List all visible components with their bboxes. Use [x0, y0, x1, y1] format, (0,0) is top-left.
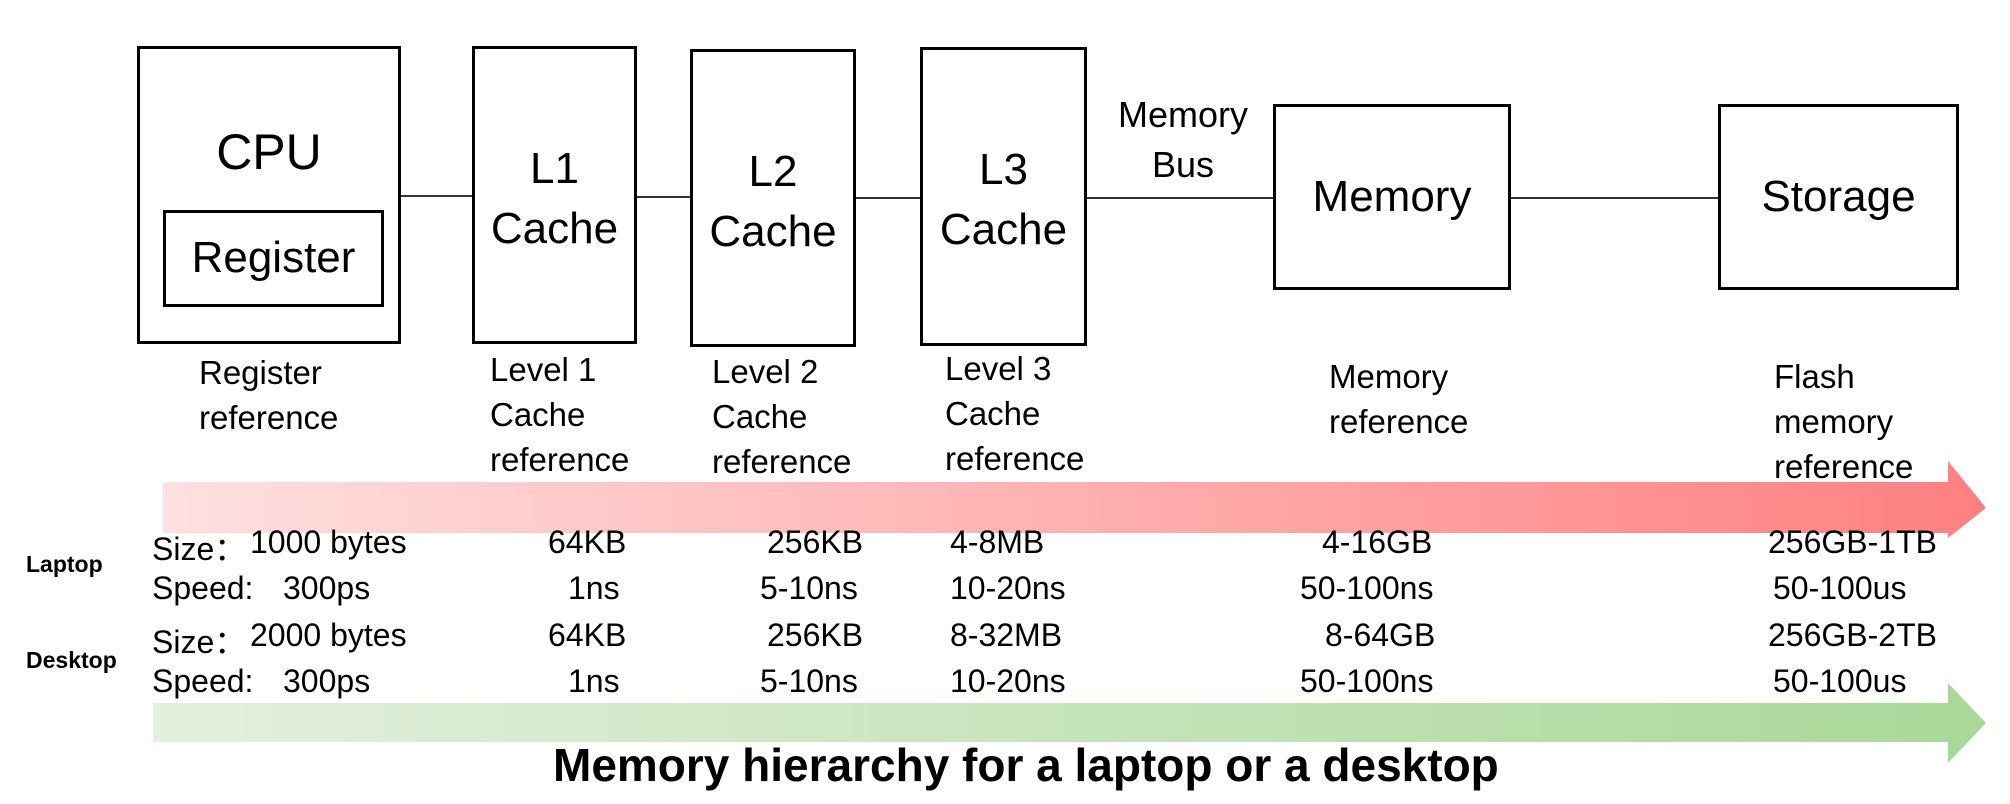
- l2-cache-box: L2 Cache: [690, 49, 856, 347]
- ref-line: Register: [199, 354, 322, 391]
- ref-line: Memory: [1329, 358, 1449, 395]
- device-laptop-label: Laptop: [26, 551, 103, 577]
- ref-line: reference: [1774, 448, 1914, 485]
- laptop-size-l2: 256KB: [767, 524, 864, 560]
- l3-cache-box: L3 Cache: [920, 47, 1087, 346]
- ref-line: Cache: [712, 398, 808, 435]
- l1-cache-box: L1 Cache: [472, 46, 637, 344]
- ref-line: Level 2: [712, 353, 819, 390]
- device-desktop-label: Desktop: [26, 647, 117, 673]
- desktop-speed-l3: 10-20ns: [950, 663, 1066, 699]
- reference-l1: Level 1 Cache reference: [490, 347, 629, 482]
- desktop-size-l2: 256KB: [767, 617, 864, 653]
- connector-l2-l3: [856, 197, 920, 199]
- ref-line: reference: [199, 399, 339, 436]
- l2-cache-label: Cache: [709, 207, 837, 256]
- desktop-speed-memory: 50-100ns: [1300, 663, 1434, 699]
- laptop-speed-l1: 1ns: [568, 570, 620, 606]
- storage-label: Storage: [1761, 172, 1916, 221]
- desktop-size-l1: 64KB: [548, 617, 627, 653]
- laptop-size-register: 1000 bytes: [250, 524, 407, 560]
- laptop-size-storage: 256GB-1TB: [1768, 524, 1937, 560]
- desktop-speed-storage: 50-100us: [1773, 663, 1907, 699]
- cpu-box: CPU Register: [137, 46, 401, 344]
- ref-line: memory: [1774, 403, 1894, 440]
- reference-l2: Level 2 Cache reference: [712, 349, 851, 484]
- memory-bus-line2: Bus: [1151, 144, 1215, 185]
- ref-line: reference: [1329, 403, 1469, 440]
- l2-label: L2: [748, 147, 798, 196]
- desktop-size-l3: 8-32MB: [950, 617, 1063, 653]
- laptop-size-l3: 4-8MB: [950, 524, 1045, 560]
- memory-label: Memory: [1312, 172, 1472, 221]
- memory-box: Memory: [1273, 104, 1511, 290]
- ref-line: Flash: [1774, 358, 1855, 395]
- speed-arrow-red: [163, 461, 1986, 538]
- laptop-speed-l2: 5-10ns: [760, 570, 858, 606]
- laptop-speed-l3: 10-20ns: [950, 570, 1066, 606]
- connector-l1-l2: [636, 196, 690, 198]
- desktop-speed-l1: 1ns: [568, 663, 620, 699]
- register-label: Register: [191, 233, 356, 282]
- laptop-size-l1: 64KB: [548, 524, 627, 560]
- desktop-size-register: 2000 bytes: [250, 617, 407, 653]
- laptop-size-label: Size：: [152, 531, 247, 567]
- desktop-size-memory: 8-64GB: [1325, 617, 1436, 653]
- connector-cpu-l1: [401, 195, 472, 197]
- l1-label: L1: [530, 144, 579, 193]
- ref-line: reference: [490, 441, 630, 478]
- l3-label: L3: [979, 145, 1028, 194]
- reference-register: Register reference: [199, 350, 338, 440]
- desktop-speed-register: 300ps: [283, 663, 371, 699]
- desktop-speed-l2: 5-10ns: [760, 663, 858, 699]
- ref-line: Level 1: [490, 351, 597, 388]
- ref-line: Level 3: [945, 350, 1052, 387]
- laptop-size-memory: 4-16GB: [1322, 524, 1433, 560]
- laptop-speed-storage: 50-100us: [1773, 570, 1907, 606]
- ref-line: Cache: [490, 396, 586, 433]
- laptop-speed-label: Speed:: [152, 570, 254, 606]
- memory-bus-line1: Memory: [1117, 94, 1248, 135]
- memory-bus-label: Memory Bus: [1108, 90, 1258, 190]
- connector-memory-storage: [1511, 197, 1718, 199]
- register-box: Register: [163, 210, 384, 307]
- laptop-speed-memory: 50-100ns: [1300, 570, 1434, 606]
- desktop-speed-label: Speed:: [152, 663, 254, 699]
- cpu-label: CPU: [216, 124, 322, 180]
- reference-flash: Flash memory reference: [1774, 354, 1913, 489]
- laptop-speed-register: 300ps: [283, 570, 371, 606]
- ref-line: reference: [712, 443, 852, 480]
- l1-cache-label: Cache: [490, 204, 619, 253]
- diagram-title: Memory hierarchy for a laptop or a deskt…: [553, 739, 1499, 791]
- size-arrow-green: [153, 683, 1986, 763]
- reference-memory: Memory reference: [1329, 354, 1468, 444]
- desktop-size-storage: 256GB-2TB: [1768, 617, 1937, 653]
- ref-line: Cache: [945, 395, 1041, 432]
- l3-cache-label: Cache: [939, 205, 1068, 254]
- connector-memory-bus: [1087, 197, 1273, 199]
- reference-l3: Level 3 Cache reference: [945, 346, 1084, 481]
- ref-line: reference: [945, 440, 1085, 477]
- storage-box: Storage: [1718, 104, 1959, 290]
- desktop-size-label: Size：: [152, 624, 247, 660]
